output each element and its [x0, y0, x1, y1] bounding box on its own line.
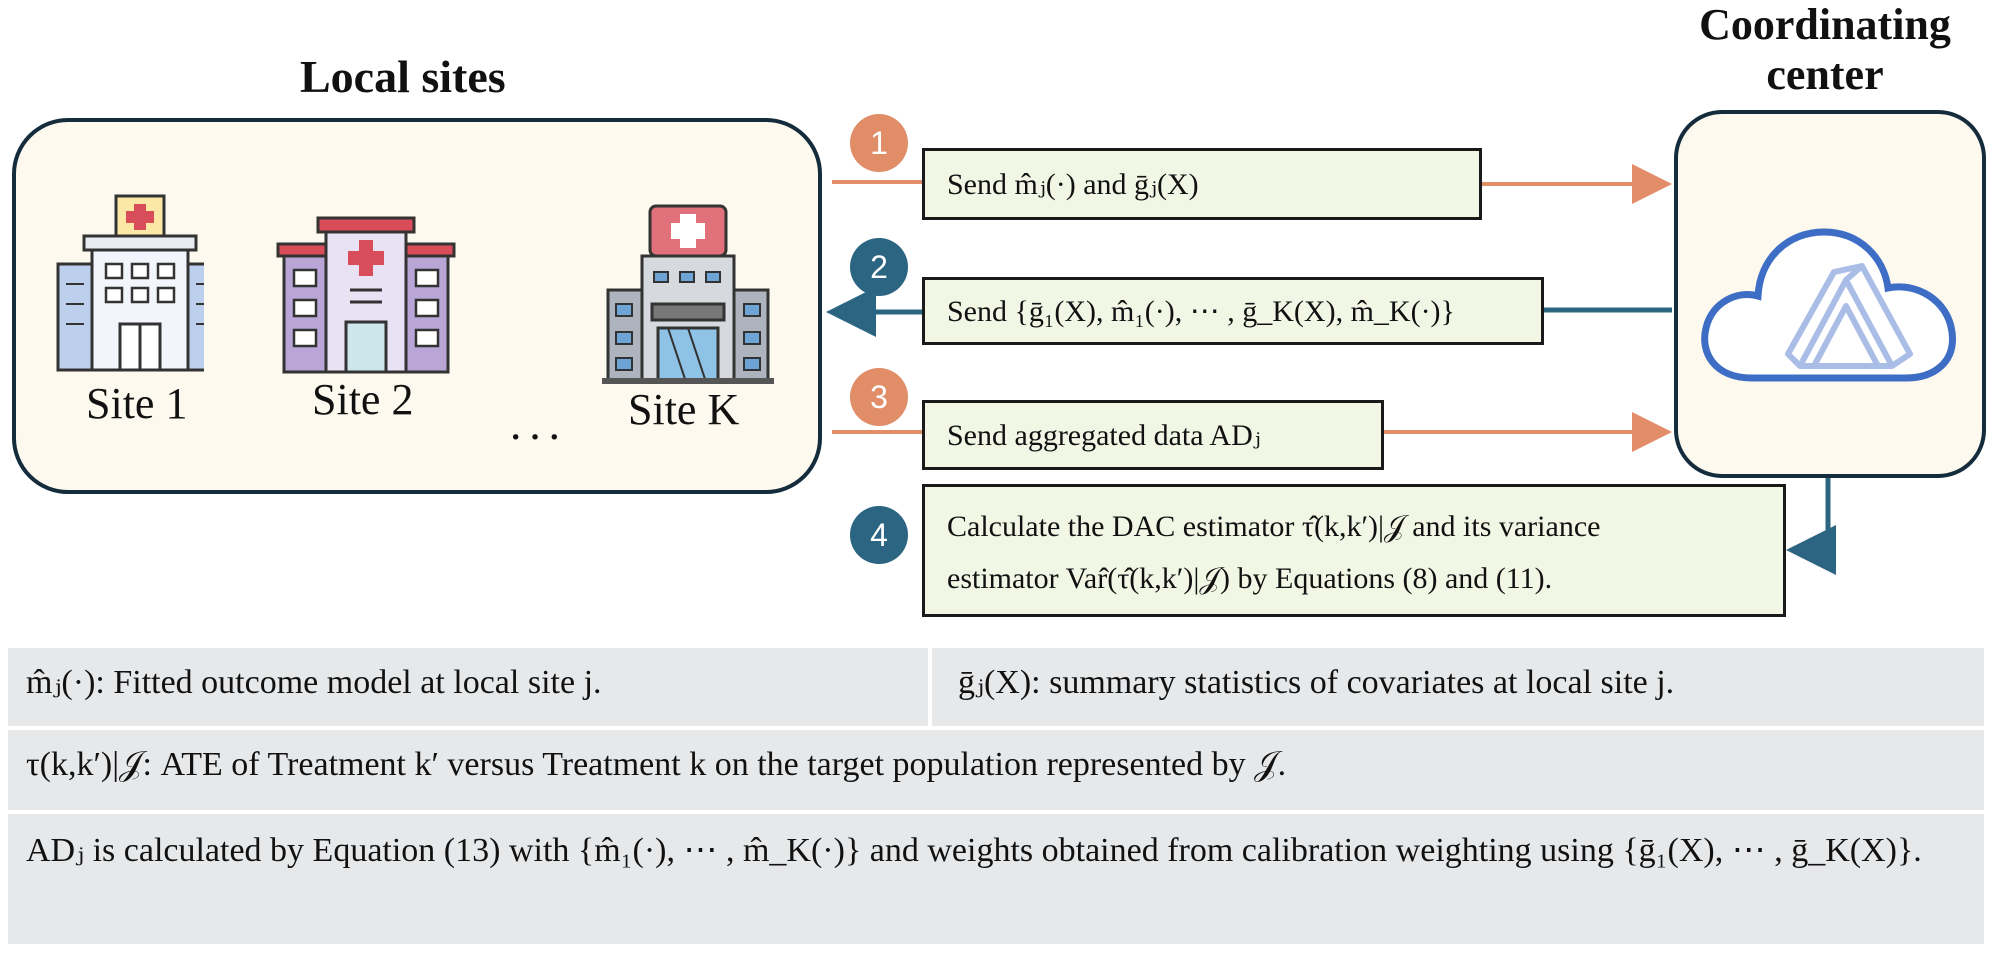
step-1-badge: 1 [850, 114, 908, 172]
coordinating-center-panel [1674, 110, 1986, 478]
step-4-message: Calculate the DAC estimator τ̂(k,k′)|𝒥 a… [922, 484, 1786, 617]
legend-m-definition: m̂ⱼ(·): Fitted outcome model at local si… [8, 648, 928, 726]
legend-g-definition: ḡⱼ(X): summary statistics of covariates … [932, 648, 1984, 726]
step-1-message: Send m̂ⱼ(·) and ḡⱼ(X) [922, 148, 1482, 220]
cloud-logo-icon [1701, 228, 1956, 382]
local-sites-panel: Site 1 Site 2 ··· Site K [12, 118, 822, 494]
local-sites-title: Local sites [300, 51, 506, 102]
step-2-message: Send {ḡ₁(X), m̂₁(·), ⋯ , ḡ_K(X), m̂_K(·)… [922, 277, 1544, 345]
step-4-text-line2: estimator Var̂(τ̂(k,k′)|𝒥) by Equations … [947, 562, 1553, 595]
step-3-badge: 3 [850, 368, 908, 426]
legend-ad-definition: ADⱼ is calculated by Equation (13) with … [8, 814, 1984, 944]
step-3-text: Send aggregated data ADⱼ [947, 418, 1261, 452]
step-2-badge: 2 [850, 238, 908, 296]
step-4-text-line1: Calculate the DAC estimator τ̂(k,k′)|𝒥 a… [947, 510, 1601, 543]
hospital-icon [602, 204, 774, 384]
site-1-label: Site 1 [86, 379, 188, 428]
arrow-step-4 [1786, 478, 1836, 575]
ellipsis: ··· [508, 411, 566, 462]
step-3-message: Send aggregated data ADⱼ [922, 400, 1384, 470]
site-2-label: Site 2 [312, 375, 414, 424]
step-2-text: Send {ḡ₁(X), m̂₁(·), ⋯ , ḡ_K(X), m̂_K(·)… [947, 294, 1455, 328]
hospital-icon [276, 216, 456, 374]
hospital-icon [56, 194, 204, 372]
step-4-badge: 4 [850, 506, 908, 564]
coordinating-center-title: Coordinating center [1699, 0, 1951, 99]
step-1-text: Send m̂ⱼ(·) and ḡⱼ(X) [947, 167, 1199, 201]
legend-tau-definition: τ(k,k′)|𝒥: ATE of Treatment k′ versus Tr… [8, 730, 1984, 810]
site-k-label: Site K [628, 385, 740, 434]
